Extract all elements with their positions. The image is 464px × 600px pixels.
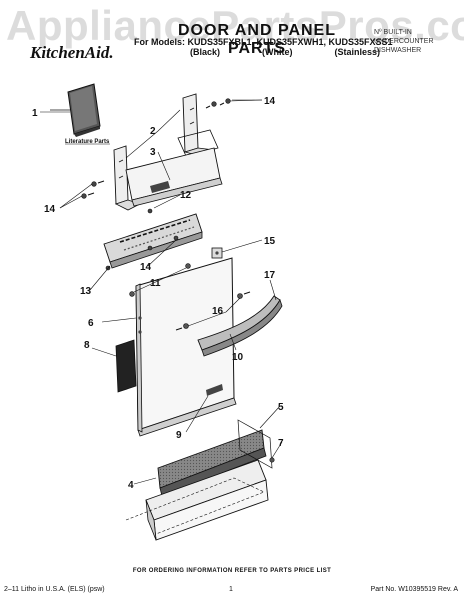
callout-2: 2 [150,126,156,137]
watermark: AppliancePartsPros.com [6,2,464,49]
outer-door-panel [135,257,237,437]
callout-11: 11 [150,278,161,289]
model-variants: (Black) (White) (Stainless) [190,47,380,57]
control-console [103,213,203,271]
callout-8: 8 [84,340,90,351]
callout-leaders [40,99,283,485]
panel-screws-top [129,263,191,297]
page-title: DOOR AND PANEL PARTS [178,22,336,57]
callout-14-console: 14 [140,262,152,273]
callout-5: 5 [278,402,284,413]
callout-6: 6 [88,318,94,329]
door-handle [175,291,283,357]
callout-1: 1 [32,108,38,119]
callout-17: 17 [264,270,276,281]
model-list: For Models: KUDS35FXBL1, KUDS35FXWH1, KU… [134,37,393,47]
brand-logo: KitchenAid. [30,43,114,62]
toe-kick-assembly [125,419,275,541]
callout-10: 10 [232,352,244,363]
callout-3: 3 [150,147,156,158]
litho-info: 2–11 Litho in U.S.A. (ELS) (psw) [4,586,105,593]
callout-14-left: 14 [44,204,56,215]
callout-13: 13 [80,286,92,297]
callout-12: 12 [180,190,192,201]
callout-15: 15 [264,236,276,247]
literature-parts-label: Literature Parts [65,139,110,145]
control-panel-bar [125,147,223,214]
literature-parts-booklet: Literature Parts [50,83,110,145]
ordering-info-note: FOR ORDERING INFORMATION REFER TO PARTS … [132,568,332,574]
callout-9: 9 [176,430,182,441]
variant-black: (Black) [190,47,221,57]
product-type: Nº BUILT-IN UNDERCOUNTER DISHWASHER [374,29,434,54]
callout-14-upper: 14 [264,96,276,107]
callout-7: 7 [278,438,284,449]
door-clip [211,247,223,259]
variant-stainless: (Stainless) [334,47,380,57]
insulation-pad [115,339,137,393]
screws-left [81,180,105,199]
callout-4: 4 [128,480,134,491]
screws-upper [205,98,262,109]
part-number: Part No. W10395519 Rev. A [370,586,458,593]
variant-white: (White) [262,47,293,57]
callout-16: 16 [212,306,224,317]
page-number: 1 [229,586,233,593]
